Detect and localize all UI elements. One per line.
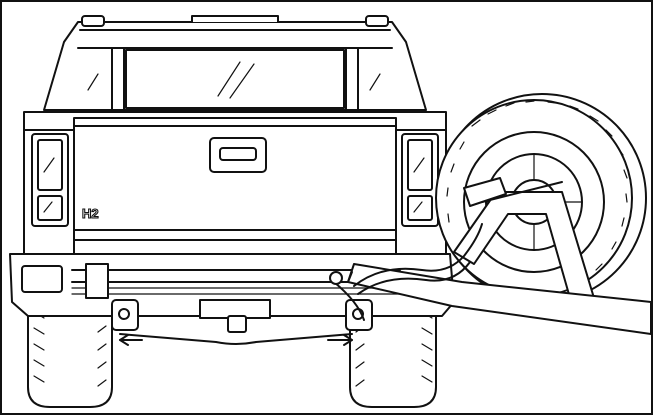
truck-cab [43, 15, 427, 111]
truck-bed [23, 111, 447, 255]
model-badge: H2 [81, 205, 99, 221]
left-tow-hook [85, 263, 139, 331]
right-tow-hook [345, 299, 373, 331]
model-badge-text: H2 [82, 206, 99, 221]
left-rear-tire [27, 301, 113, 408]
left-roof-marker [81, 15, 105, 27]
right-roof-marker [365, 15, 389, 27]
hitch-receiver [227, 315, 247, 333]
right-tail-lamp [401, 133, 439, 227]
rear-window [125, 49, 345, 109]
tow-bar [347, 263, 651, 335]
left-tail-lamp [31, 133, 69, 227]
left-reflector [21, 265, 63, 293]
tow-cable [119, 271, 365, 346]
safety-cable [353, 223, 483, 295]
tailgate-handle[interactable] [219, 147, 257, 161]
